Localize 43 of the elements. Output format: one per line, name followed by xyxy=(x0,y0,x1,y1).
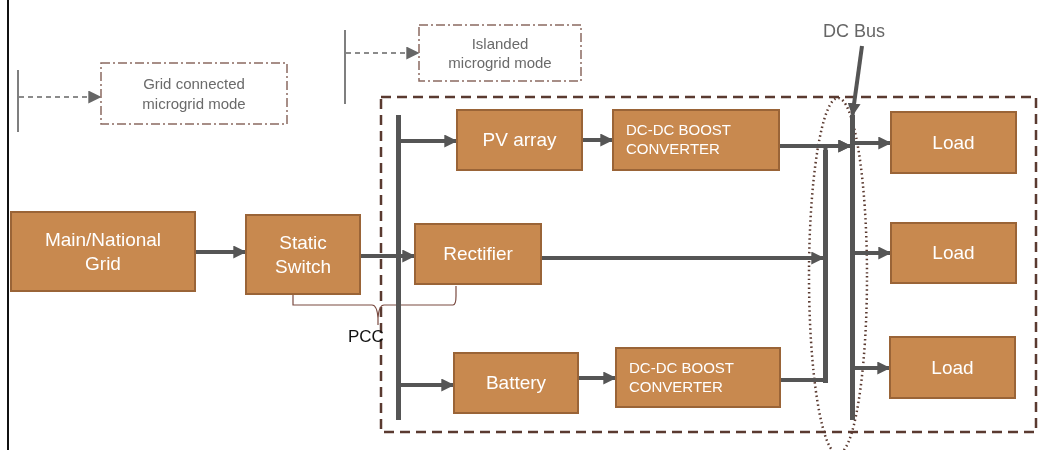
box-label: Rectifier xyxy=(443,242,513,266)
box-label: Load xyxy=(932,130,975,155)
bus-bar xyxy=(823,150,828,383)
arrow xyxy=(855,361,891,375)
box-label: Load xyxy=(932,241,975,265)
arrow xyxy=(401,378,455,392)
mode-label: Islanded microgrid mode xyxy=(447,33,553,73)
process-box xyxy=(414,223,542,285)
process-box xyxy=(615,347,781,408)
pcc-label: PCC xyxy=(348,327,384,347)
process-box xyxy=(890,222,1017,284)
process-box xyxy=(453,352,579,414)
arrow xyxy=(401,134,458,148)
mode-box xyxy=(418,24,582,82)
arrow xyxy=(855,246,892,260)
bus-label: DC Bus xyxy=(823,20,885,42)
arrow xyxy=(579,371,617,385)
arrow xyxy=(847,45,864,117)
arrow xyxy=(196,245,247,259)
arrow xyxy=(583,133,614,147)
process-box xyxy=(456,109,583,171)
arrow xyxy=(542,251,825,265)
arrow xyxy=(18,90,102,104)
arrow xyxy=(361,249,416,263)
process-box xyxy=(889,336,1016,399)
box-label: Main/National Grid xyxy=(43,227,163,276)
arrow xyxy=(855,136,892,150)
process-box xyxy=(890,111,1017,174)
mode-box xyxy=(100,62,288,125)
box-label: Load xyxy=(931,355,974,380)
box-label: DC-DC BOOST CONVERTER xyxy=(629,358,735,397)
box-label: PV array xyxy=(482,128,557,152)
box-label: DC-DC BOOST CONVERTER xyxy=(626,121,732,159)
process-box xyxy=(10,211,196,292)
arrow xyxy=(345,46,420,60)
process-box xyxy=(612,109,780,171)
connector-line xyxy=(781,378,823,382)
box-label: Battery xyxy=(485,371,547,395)
bus-bar xyxy=(396,115,401,420)
mode-label: Grid connected microgrid mode xyxy=(141,74,247,113)
bus-bar xyxy=(850,115,855,420)
process-box xyxy=(245,214,361,295)
box-label: Static Switch xyxy=(274,230,332,279)
